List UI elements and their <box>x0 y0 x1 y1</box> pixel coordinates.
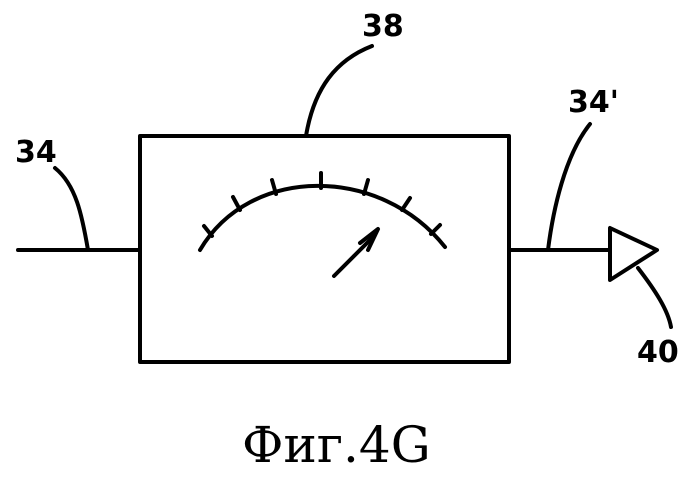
label-input-line: 34 <box>15 135 57 170</box>
output-terminal-leader <box>638 268 671 327</box>
needle-shaft <box>334 236 374 276</box>
meter-dial <box>200 173 445 250</box>
dial-tick <box>402 198 410 210</box>
meter-box-leader <box>306 46 372 136</box>
label-meter: 38 <box>362 9 404 44</box>
figure-caption: Фиг.4G <box>242 416 431 474</box>
dial-tick <box>431 225 440 234</box>
meter-box <box>140 136 509 362</box>
label-output-terminal: 40 <box>637 335 679 370</box>
input-line-leader <box>55 168 88 250</box>
dial-arc <box>200 186 445 250</box>
dial-tick <box>204 226 212 236</box>
label-output-line: 34' <box>568 85 619 120</box>
meter-needle <box>334 229 378 276</box>
output-terminal-triangle <box>610 228 657 280</box>
output-line-leader <box>548 124 590 250</box>
